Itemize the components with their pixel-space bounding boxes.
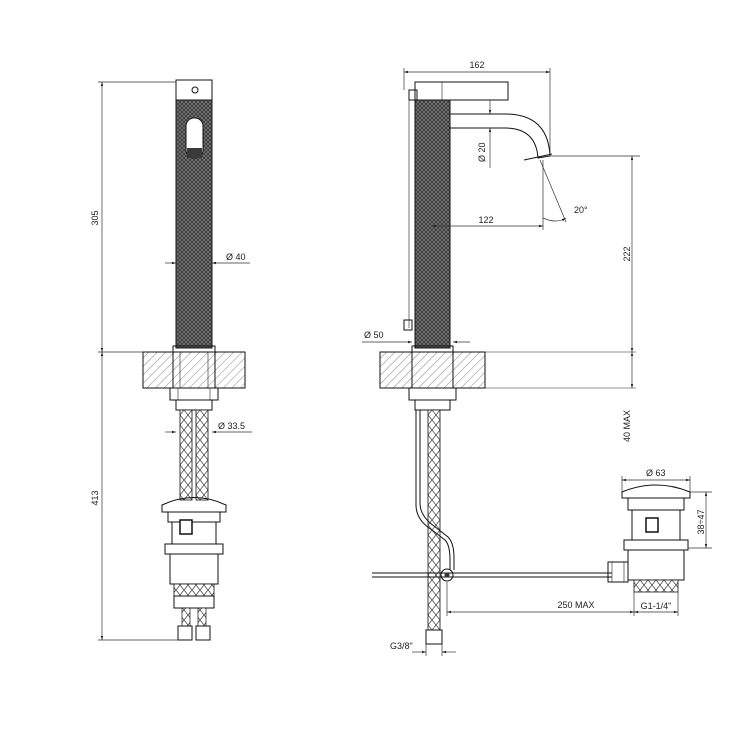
waste-slot [645,517,659,533]
front-lever-stem [187,148,202,158]
side-countertop [379,351,486,389]
waste-cap [621,484,691,499]
dim-inlet-thread: G3/8" [390,641,413,651]
dim-counter-thickness: 40 MAX [622,410,632,442]
dim-waste-thread: G1-1/4" [641,601,672,611]
front-waste-cap [161,497,227,513]
dim-thread-diameter: Ø 33.5 [218,421,245,431]
dim-hose-length: 413 [90,490,100,505]
side-hose [427,409,441,631]
waste-rod-connector [607,561,629,583]
front-inlet-left [177,625,193,641]
side-spout [449,113,551,159]
front-waste-slot [179,519,193,535]
dim-spout-angle: 20° [574,205,588,215]
side-inlet [425,629,443,645]
dim-spout-reach: 162 [469,60,484,70]
side-popup-rod [415,410,451,570]
dim-spout-height: 222 [622,246,632,261]
dim-waste-diameter: Ø 63 [646,468,666,478]
side-view: 162 Ø 20 122 20° 222 40 MAX Ø 50 G3/8" [362,60,640,656]
dim-waste-height: 38÷47 [696,510,706,535]
side-lever [414,81,509,101]
side-knurled-body [414,99,451,349]
dim-front-height: 305 [90,210,100,225]
dim-spout-offset: 122 [478,215,493,225]
side-rod-clamp [440,568,454,582]
front-top-cap [175,79,213,101]
front-view: 305 413 Ø 40 Ø 33.5 [90,79,252,641]
waste-detail: Ø 63 38÷47 250 MAX G1-1/4" [446,468,712,616]
front-cap-hole [191,86,199,94]
front-fixing-nut [169,387,219,401]
front-countertop [142,351,246,389]
front-inlet-right [195,625,211,641]
dim-base-diameter: Ø 50 [364,330,384,340]
dim-spout-diameter: Ø 20 [477,142,487,162]
dim-front-diameter: Ø 40 [226,252,246,262]
front-hose-left [179,409,193,501]
front-hose-right [195,409,209,501]
dim-rod-length: 250 MAX [557,600,594,610]
